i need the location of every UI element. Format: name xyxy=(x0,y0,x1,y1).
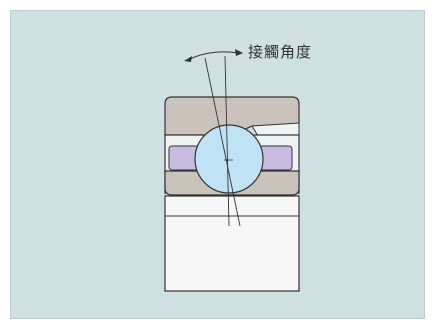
ball xyxy=(194,124,264,194)
inner-bore xyxy=(164,195,300,292)
contact-line-vertical xyxy=(224,55,230,227)
arc-arrowhead-left xyxy=(184,56,192,62)
contact-line-angled xyxy=(204,57,241,227)
angle-arc xyxy=(187,51,240,61)
contact-angle-label: 接觸角度 xyxy=(248,43,313,61)
arc-arrowhead-right xyxy=(235,49,243,56)
